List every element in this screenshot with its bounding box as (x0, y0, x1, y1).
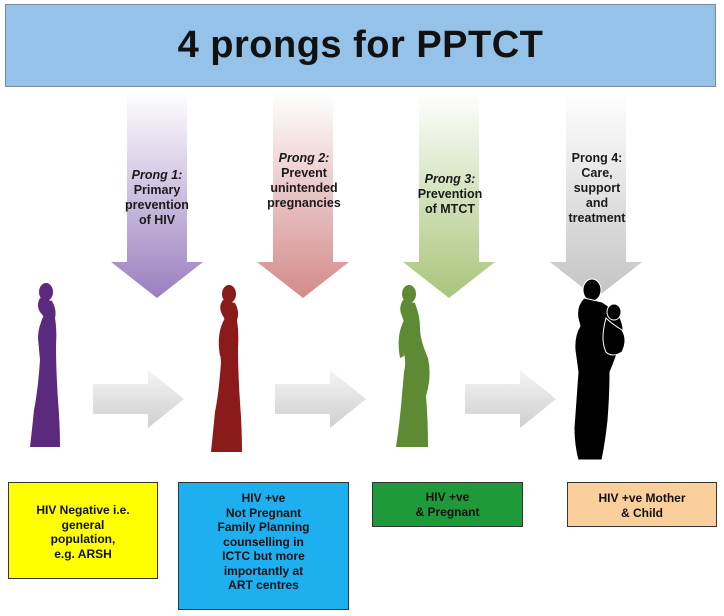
progression-arrow-2 (275, 370, 366, 428)
title-banner: 4 prongs for PPTCT (5, 4, 716, 87)
prong-4-label: Prong 4: Care, support and treatment (556, 151, 638, 226)
prong-1-line: of HIV (138, 213, 176, 227)
box-line: population, (50, 532, 116, 546)
box-mother-and-child: HIV +ve Mother & Child (567, 482, 717, 527)
woman-silhouette (30, 283, 60, 447)
diagram-title: 4 prongs for PPTCT (177, 24, 544, 66)
prong-2-label: Prong 2: Prevent unintended pregnancies (262, 151, 346, 211)
box-line: & Child (621, 505, 663, 520)
mother-and-child-silhouette (573, 278, 626, 461)
prong-1-number: Prong 1: (131, 168, 183, 182)
box-line: Not Pregnant (225, 505, 302, 520)
box-line: ART centres (228, 578, 299, 592)
prong-2-arrow (257, 92, 349, 298)
box-hiv-negative: HIV Negative i.e. general population, e.… (8, 482, 158, 579)
prong-4-line: support (573, 181, 621, 195)
prong-4-arrow (550, 92, 642, 298)
woman-silhouette (211, 285, 242, 452)
box-line: ICTC but more (222, 549, 305, 563)
pregnant-woman-silhouette (396, 285, 430, 447)
box-hiv-positive-pregnant: HIV +ve & Pregnant (372, 482, 523, 527)
box-hiv-positive-not-pregnant: HIV +ve Not Pregnant Family Planning cou… (178, 482, 349, 610)
prong-2-line: unintended (270, 181, 338, 195)
prong-2-line: pregnancies (267, 196, 341, 210)
box-line: importantly at (223, 563, 304, 578)
prong-4-line: Care, (581, 166, 613, 180)
box-line: Family Planning (217, 520, 310, 534)
prong-4-line: and (585, 196, 609, 210)
prong-4-line: treatment (568, 211, 626, 225)
prong-2-number: Prong 2: (278, 151, 330, 165)
prong-3-arrow (403, 92, 495, 298)
box-line: general (61, 517, 105, 532)
box-line: e.g. ARSH (54, 546, 112, 561)
prong-3-line: of MTCT (425, 202, 475, 216)
prong-3-label: Prong 3: Prevention of MTCT (409, 172, 491, 217)
prong-1-line: prevention (125, 198, 189, 212)
prong-2-line: Prevent (281, 166, 327, 180)
progression-arrow-1 (93, 370, 184, 428)
box-line: HIV +ve (425, 490, 470, 504)
box-line: counselling in (223, 534, 304, 549)
prong-3-number: Prong 3: (424, 172, 476, 186)
box-line: HIV +ve Mother (598, 491, 686, 505)
box-line: HIV +ve (241, 491, 286, 505)
prong-3-line: Prevention (417, 187, 483, 201)
prong-1-label: Prong 1: Primary prevention of HIV (118, 168, 196, 228)
prong-4-number: Prong 4: (571, 151, 623, 165)
progression-arrow-3 (465, 370, 556, 428)
prong-1-arrow (111, 92, 203, 298)
box-line: HIV Negative i.e. (36, 503, 130, 517)
box-line: & Pregnant (415, 504, 480, 519)
prong-1-line: Primary (133, 183, 181, 197)
